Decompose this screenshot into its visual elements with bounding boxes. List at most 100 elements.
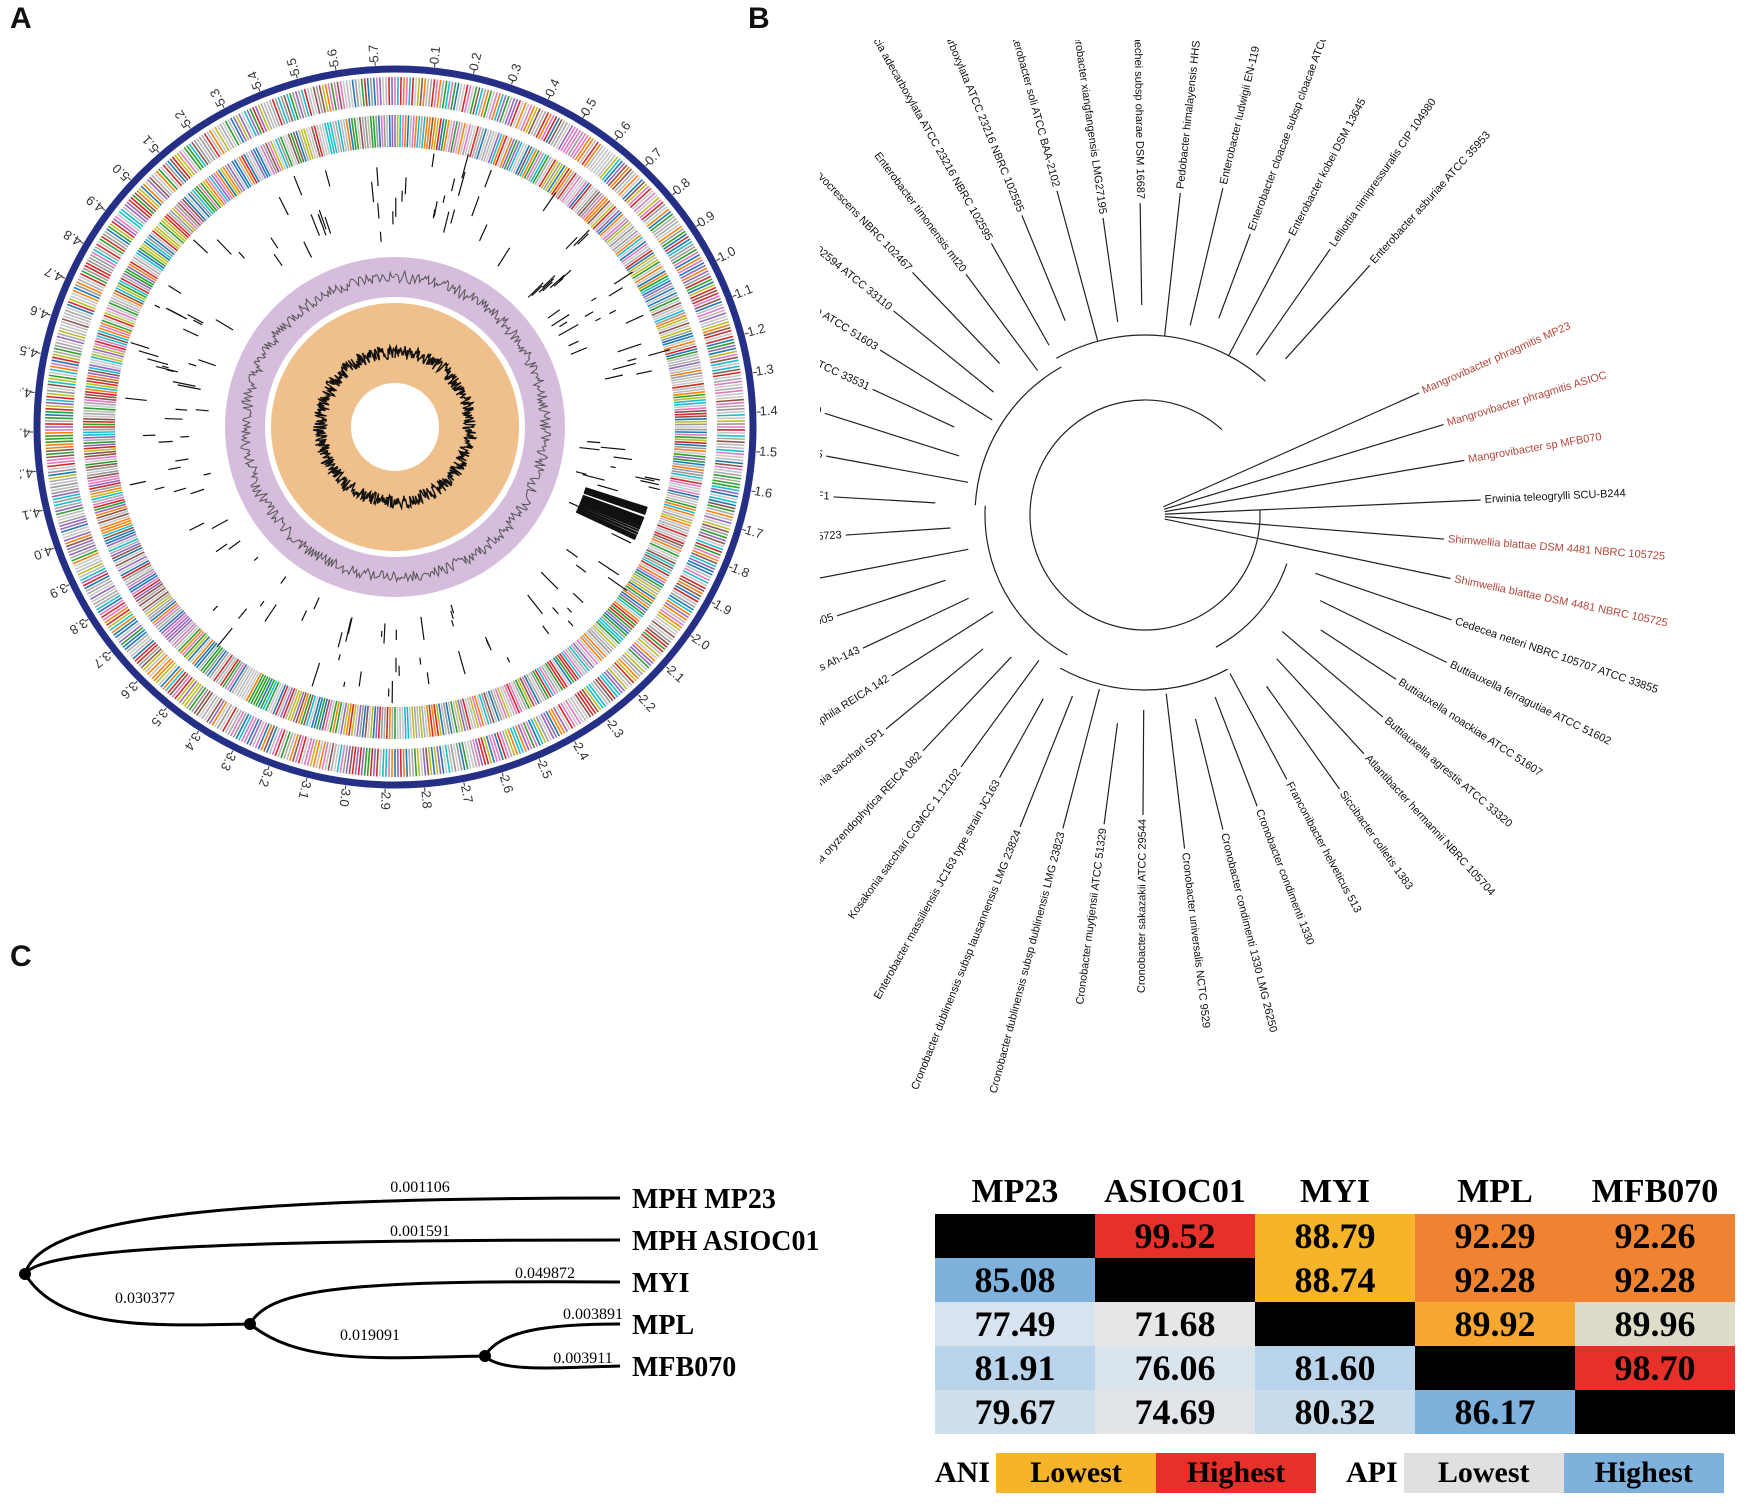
gene-tick [120,208,144,228]
gene-tick [613,232,640,254]
gene-tick [674,448,707,453]
gene-tick [150,232,177,254]
gene-tick [712,479,741,486]
gene-tick [58,329,86,340]
gene-tick [608,225,635,248]
gene-tick [117,282,148,299]
leaf-branch [1021,215,1066,321]
gene-tick [69,544,96,557]
gene-tick [496,94,507,122]
gene-tick [245,152,263,182]
matrix-cell: 92.26 [1575,1214,1735,1258]
feature-line [635,476,655,482]
gene-tick [671,470,704,477]
tick-label: 4.2 [20,465,34,482]
gene-tick [454,122,464,154]
gene-tick [558,174,580,201]
gene-tick [671,472,703,480]
gene-tick [183,683,202,708]
gene-tick [422,747,427,776]
gene-tick [603,671,623,694]
gene-tick [358,705,365,738]
gene-tick [372,706,377,739]
gene-tick [532,717,547,744]
gene-tick [124,566,153,584]
gene-tick [356,117,362,150]
gene-tick [521,148,538,178]
leaf-branch [1056,190,1099,342]
gene-tick [712,371,741,378]
gene-tick [388,706,391,739]
tick-label: 1.4 [759,403,778,419]
leaf-branch [1163,423,1444,510]
gene-tick [520,104,533,131]
gene-tick [73,286,101,300]
gene-tick [564,699,582,725]
feature-line [189,522,205,531]
gene-tick [574,136,592,161]
gene-tick [315,85,324,114]
gene-tick [46,451,75,456]
gene-tick [196,691,214,716]
gene-tick [102,524,134,538]
tick-label: 2.5 [534,758,555,781]
gene-tick [45,434,74,437]
leaf-label: Pedobacter himalayensis HHS 22 [1175,40,1205,190]
gene-tick [201,134,218,159]
gene-tick [63,531,91,542]
gene-tick [238,669,256,698]
gene-tick [264,142,280,173]
gene-tick [106,306,137,321]
tick-label: 3.0 [336,788,353,808]
matrix-cell: 88.74 [1255,1258,1415,1302]
gene-tick [167,671,187,694]
gene-tick [427,78,433,107]
gene-tick [295,692,307,724]
branch-arc [1215,563,1288,648]
gene-tick [418,116,423,149]
gene-tick [656,223,681,241]
feature-line [613,456,633,461]
feature-line [583,491,646,515]
gene-tick [707,504,735,513]
gene-tick [665,345,697,356]
gene-tick [83,420,116,423]
gene-tick [476,694,487,726]
gene-tick [87,259,113,275]
feature-line [419,657,422,665]
tree-branches [820,188,1481,849]
gene-tick [60,523,89,534]
gene-tick [670,477,702,485]
gene-tick [87,372,120,380]
gene-tick [613,600,640,622]
leaf-branch [1281,631,1384,718]
gene-tick [659,517,691,530]
gene-tick [416,706,421,739]
gene-tick [464,697,474,730]
feature-line [182,328,199,337]
gene-tick [92,348,125,358]
feature-line [278,196,289,216]
leaf-branch [1315,572,1452,621]
gene-tick [672,385,705,392]
gene-tick [616,660,637,682]
gene-tick [607,667,628,690]
gene-tick [687,281,714,295]
gene-tick [562,177,584,204]
gene-tick [47,465,76,471]
gene-tick [132,194,155,215]
feature-line [584,488,648,511]
tick-mark [638,694,642,699]
gene-tick [198,644,220,670]
tick-label: 5.4 [244,69,265,91]
feature-line [542,281,553,292]
gene-tick [179,200,203,225]
gene-tick [520,723,533,750]
gene-tick [128,572,157,591]
gene-tick [689,554,717,568]
gene-tick [501,138,516,169]
feature-line [584,490,647,513]
gene-tick [99,517,131,530]
gene-tick [540,713,555,740]
